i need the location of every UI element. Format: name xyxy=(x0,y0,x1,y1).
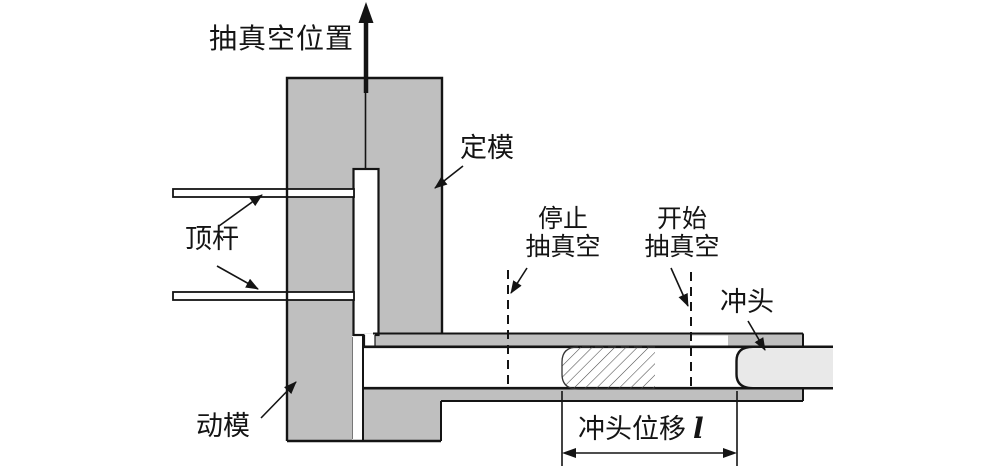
ejector-pin-upper-leader-arrow xyxy=(218,194,263,227)
punch-displacement-symbol: l xyxy=(693,412,704,445)
dimension-arrowhead-right xyxy=(723,448,737,458)
moving-die-label: 动模 xyxy=(196,411,250,442)
vacuum-arrow xyxy=(358,2,374,169)
top-wall-vent-gap xyxy=(690,335,728,346)
punch-rod xyxy=(735,345,833,390)
gate-notch xyxy=(364,334,375,347)
punch-leader-arrow xyxy=(747,320,766,351)
stop-vacuum-label: 停止 抽真空 xyxy=(503,205,623,261)
dimension-arrowhead-left xyxy=(562,448,576,458)
white-cutouts xyxy=(172,167,737,440)
stop-vacuum-leader-arrow xyxy=(510,267,528,294)
fixed-die-leader-arrow xyxy=(434,165,464,189)
punch-displacement-text: 冲头位移 xyxy=(578,414,686,445)
stop-vacuum-label-line2: 抽真空 xyxy=(525,232,601,261)
cavity-slot xyxy=(352,167,380,337)
parting-line-gap xyxy=(352,337,363,440)
sleeve-top-wall xyxy=(375,333,803,347)
start-vacuum-leader-arrow xyxy=(670,267,689,307)
hatch-outline-left xyxy=(561,346,655,390)
start-vacuum-label-line1: 开始 xyxy=(656,204,707,233)
moving-die-leader-arrow xyxy=(260,381,297,419)
ejector-pin-label: 顶杆 xyxy=(185,224,239,255)
shot-sleeve-bore xyxy=(363,347,737,388)
leader-arrows xyxy=(216,165,766,419)
fixed-die-label: 定模 xyxy=(460,133,514,164)
stop-vacuum-label-line1: 停止 xyxy=(537,204,588,233)
punch-label: 冲头 xyxy=(720,287,774,318)
moving-die-column xyxy=(287,336,352,441)
ejector-pin-lower-leader-arrow xyxy=(216,265,259,290)
sleeve-bottom-wall xyxy=(441,388,803,401)
start-vacuum-label-line2: 抽真空 xyxy=(644,232,720,261)
ejector-rod-lower xyxy=(172,291,355,301)
start-vacuum-label: 开始 抽真空 xyxy=(622,205,742,261)
hatch-fill xyxy=(562,347,655,389)
ejector-rod-upper xyxy=(172,188,355,198)
vacuum-position-label: 抽真空位置 xyxy=(209,22,355,55)
metal-slug-hatch xyxy=(561,346,655,390)
displacement-dimension xyxy=(561,391,738,466)
vacuum-arrow-head xyxy=(358,2,374,23)
